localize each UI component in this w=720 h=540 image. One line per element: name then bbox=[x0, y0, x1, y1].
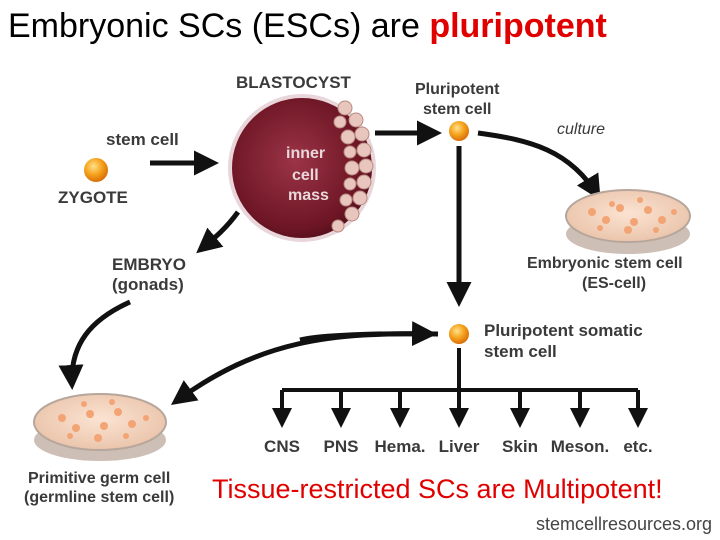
arrow-culture bbox=[477, 130, 601, 201]
pluripotent-stem-cell bbox=[449, 121, 469, 141]
label-stem-cell: stem cell bbox=[106, 130, 179, 149]
title-accent: pluripotent bbox=[429, 7, 607, 45]
inner-cell-mass-cells bbox=[331, 100, 374, 233]
lineage-liver: Liver bbox=[439, 437, 480, 456]
blastocyst bbox=[228, 94, 376, 242]
arrow-to-somatic bbox=[299, 321, 437, 347]
title-prefix: Embryonic SCs (ESCs) are bbox=[8, 7, 430, 45]
pluripotent-somatic-cell bbox=[449, 324, 469, 344]
label-pluripotent-stem-cell: stem cell bbox=[423, 101, 491, 118]
label-embryo: EMBRYO bbox=[112, 255, 186, 274]
label-blastocyst: BLASTOCYST bbox=[236, 73, 352, 92]
arrow-embryo-germ bbox=[58, 299, 132, 390]
lineage-skin: Skin bbox=[502, 437, 538, 456]
lineage-meson: Meson. bbox=[551, 437, 610, 456]
label-culture: culture bbox=[557, 121, 605, 138]
lineage-etc: etc. bbox=[623, 437, 652, 456]
slide-title: Embryonic SCs (ESCs) are pluripotent bbox=[8, 7, 720, 45]
label-germ-cell: Primitive germ cell bbox=[28, 470, 170, 487]
arrow-blastocyst-embryo bbox=[196, 210, 241, 254]
label-germline: (germline stem cell) bbox=[24, 489, 174, 506]
label-cell: cell bbox=[292, 167, 319, 184]
label-pluripotent-somatic: Pluripotent somatic bbox=[484, 321, 643, 340]
lineage-hema: Hema. bbox=[374, 437, 425, 456]
label-inner: inner bbox=[286, 145, 325, 162]
label-pluripotent: Pluripotent bbox=[415, 81, 500, 98]
label-mass: mass bbox=[288, 187, 329, 204]
germ-cell-dish bbox=[33, 393, 167, 461]
multipotent-note: Tissue-restricted SCs are Multipotent! bbox=[212, 474, 663, 504]
lineage-tree bbox=[272, 348, 648, 428]
lineage-labels: CNS PNS Hema. Liver Skin Meson. etc. bbox=[264, 437, 653, 456]
label-es-cell: Embryonic stem cell bbox=[527, 255, 683, 272]
lineage-pns: PNS bbox=[324, 437, 359, 456]
label-zygote: ZYGOTE bbox=[58, 188, 128, 207]
label-gonads: (gonads) bbox=[112, 275, 184, 294]
zygote-cell bbox=[84, 158, 108, 182]
label-es-cell-abbr: (ES-cell) bbox=[582, 275, 646, 292]
lineage-cns: CNS bbox=[264, 437, 300, 456]
source-credit: stemcellresources.org bbox=[535, 514, 712, 534]
es-cell-dish bbox=[565, 189, 691, 254]
label-somatic-stem-cell: stem cell bbox=[484, 342, 557, 361]
